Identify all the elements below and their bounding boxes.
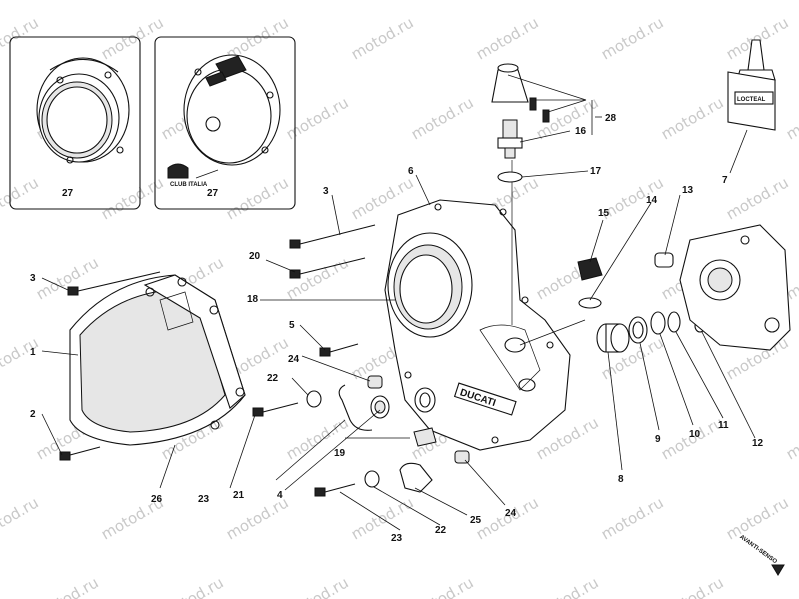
callout-10: 10	[689, 429, 701, 440]
screw-20	[289, 257, 366, 279]
watermark-text: motod.ru	[0, 493, 42, 543]
watermark-text: motod.ru	[223, 173, 292, 223]
watermark-text: motod.ru	[0, 13, 42, 63]
callout-9: 9	[655, 434, 661, 445]
filler-plug-15	[577, 257, 603, 281]
callout-13: 13	[682, 185, 694, 196]
callout-2: 2	[30, 409, 36, 420]
inset-right-label: 27	[207, 188, 219, 199]
club-italia-badge: CLUB ITALIA	[167, 163, 208, 188]
terminal-b	[542, 109, 550, 123]
callout-25: 25	[470, 515, 482, 526]
ring-10	[650, 311, 666, 335]
circlip-11	[667, 311, 681, 333]
callout-5: 5	[289, 320, 295, 331]
clip-4	[338, 384, 373, 431]
callout-23-left: 23	[198, 494, 210, 505]
watermark-text: motod.ru	[283, 93, 352, 143]
pump-housing	[679, 224, 791, 351]
crankcase-cover: DUCATI	[384, 160, 571, 451]
watermark-text: motod.ru	[598, 493, 667, 543]
watermark-text: motod.ru	[408, 573, 477, 599]
screw-2	[59, 446, 101, 461]
callout-14: 14	[646, 195, 658, 206]
screw-3-right	[289, 224, 376, 249]
watermark-text: motod.ru	[0, 333, 42, 383]
bushing-24-upper	[367, 375, 383, 389]
watermark-text: motod.ru	[723, 173, 792, 223]
watermark-text: motod.ru	[783, 93, 799, 143]
rubber-boot	[491, 69, 529, 103]
callout-28: 28	[605, 113, 617, 124]
watermark-text: motod.ru	[473, 13, 542, 63]
callout-11: 11	[718, 420, 729, 431]
club-badge-text: CLUB ITALIA	[170, 182, 208, 188]
plate-19	[413, 427, 437, 447]
callout-17: 17	[590, 166, 602, 177]
watermark-text: motod.ru	[158, 573, 227, 599]
callout-1: 1	[30, 347, 36, 358]
callout-labels: 1 2 3 3 4 5 6 7 8 9 10 11 12 13 14 15 16…	[30, 113, 764, 544]
callout-24-lower: 24	[505, 508, 517, 519]
loctite-label: LOCTEAL	[737, 97, 766, 103]
inset-left-label: 27	[62, 188, 74, 199]
washer-22-lower	[364, 470, 380, 488]
screw-3-left	[67, 271, 161, 296]
watermark-text: motod.ru	[658, 93, 727, 143]
callout-12: 12	[752, 438, 764, 449]
callout-22-upper: 22	[267, 373, 279, 384]
direction-stamp: AVANTI-SENSO	[738, 534, 778, 565]
bushing-13	[654, 252, 674, 268]
callout-24-upper: 24	[288, 354, 300, 365]
callout-21: 21	[233, 490, 245, 501]
callout-15: 15	[598, 208, 610, 219]
callout-3-left: 3	[30, 273, 36, 284]
outer-clutch-cover	[69, 274, 246, 446]
watermark-text: motod.ru	[658, 573, 727, 599]
watermark-text: motod.ru	[33, 573, 102, 599]
watermark-text: motod.ru	[783, 573, 799, 599]
inset-right: CLUB ITALIA 27	[154, 36, 296, 210]
callout-26: 26	[151, 494, 163, 505]
screw-23-upper	[252, 402, 299, 417]
callout-16: 16	[575, 126, 587, 137]
callout-22-lower: 22	[435, 525, 447, 536]
terminal-a	[529, 97, 537, 111]
watermark-text: motod.ru	[783, 413, 799, 463]
callout-23-lower: 23	[391, 533, 403, 544]
o-ring-14	[578, 297, 602, 309]
watermark-text: motod.ru	[0, 173, 42, 223]
screw-5	[319, 343, 359, 357]
watermark-text: motod.ru	[283, 573, 352, 599]
callout-3-right: 3	[323, 186, 329, 197]
callout-18: 18	[247, 294, 259, 305]
washer-17	[497, 171, 523, 183]
callout-7: 7	[722, 175, 728, 186]
ring-9	[628, 316, 648, 344]
callout-8: 8	[618, 474, 624, 485]
loctite-bottle: LOCTEAL	[727, 39, 776, 131]
callout-6: 6	[408, 166, 414, 177]
watermark-text: motod.ru	[408, 93, 477, 143]
watermark-text: motod.ru	[723, 493, 792, 543]
watermark-text: motod.ru	[98, 173, 167, 223]
bushing-24-lower	[454, 450, 470, 464]
watermark-text: motod.ru	[598, 13, 667, 63]
callout-4: 4	[277, 490, 283, 501]
sender-16	[502, 119, 518, 139]
watermark-text: motod.ru	[348, 13, 417, 63]
washer-22-upper	[306, 390, 322, 408]
inset-left: 27	[9, 36, 141, 210]
callout-19: 19	[334, 448, 346, 459]
callout-20: 20	[249, 251, 261, 262]
watermark-text: motod.ru	[533, 573, 602, 599]
screw-23-lower	[314, 483, 356, 497]
bracket-25	[399, 462, 433, 493]
